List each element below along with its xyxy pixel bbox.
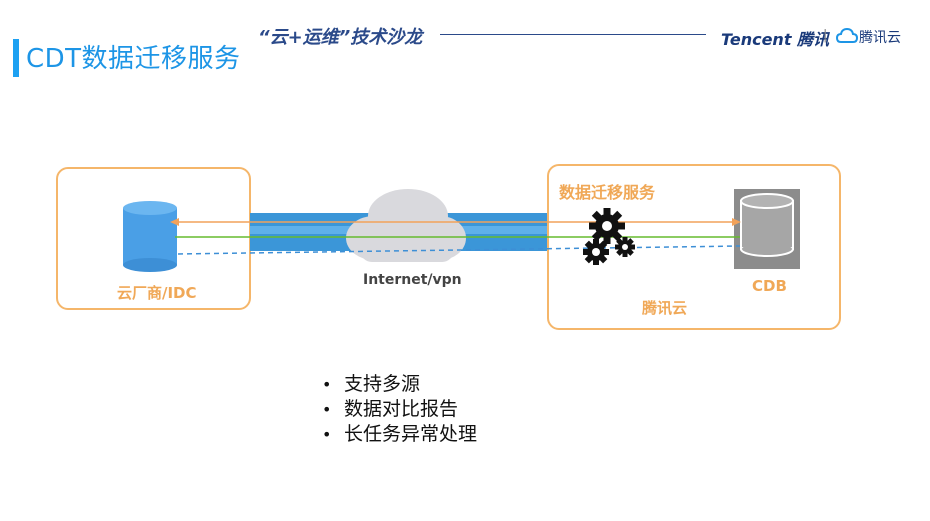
- feature-item: 数据对比报告: [322, 397, 477, 422]
- tencent-cloud-icon: [836, 27, 858, 43]
- service-label: 数据迁移服务: [559, 183, 656, 202]
- header-rule: [440, 34, 706, 35]
- source-label: 云厂商/IDC: [117, 284, 197, 302]
- feature-item: 长任务异常处理: [322, 422, 477, 447]
- gears-icon: [583, 208, 635, 265]
- cdb-label: CDB: [752, 277, 787, 295]
- source-database-icon: [123, 201, 177, 272]
- orange-arrow-left-icon: [170, 218, 179, 226]
- target-box: [547, 164, 841, 330]
- target-label: 腾讯云: [642, 299, 688, 317]
- cloud-icon: [346, 189, 466, 262]
- title-accent-bar: [13, 39, 19, 77]
- salon-title: “云+运维”技术沙龙: [258, 27, 423, 48]
- cdb-database-icon: [734, 189, 800, 269]
- brand-separator: |: [823, 28, 828, 43]
- page-title: CDT数据迁移服务: [26, 44, 241, 74]
- orange-arrow-right-icon: [732, 218, 741, 226]
- tencent-logo: Tencent 腾讯: [721, 30, 830, 49]
- blue-dashed-line: [177, 245, 741, 255]
- network-label: Internet/vpn: [363, 272, 462, 288]
- feature-list: 支持多源 数据对比报告 长任务异常处理: [322, 372, 477, 447]
- tencent-cloud-brand: 腾讯云: [859, 30, 901, 46]
- feature-item: 支持多源: [322, 372, 477, 397]
